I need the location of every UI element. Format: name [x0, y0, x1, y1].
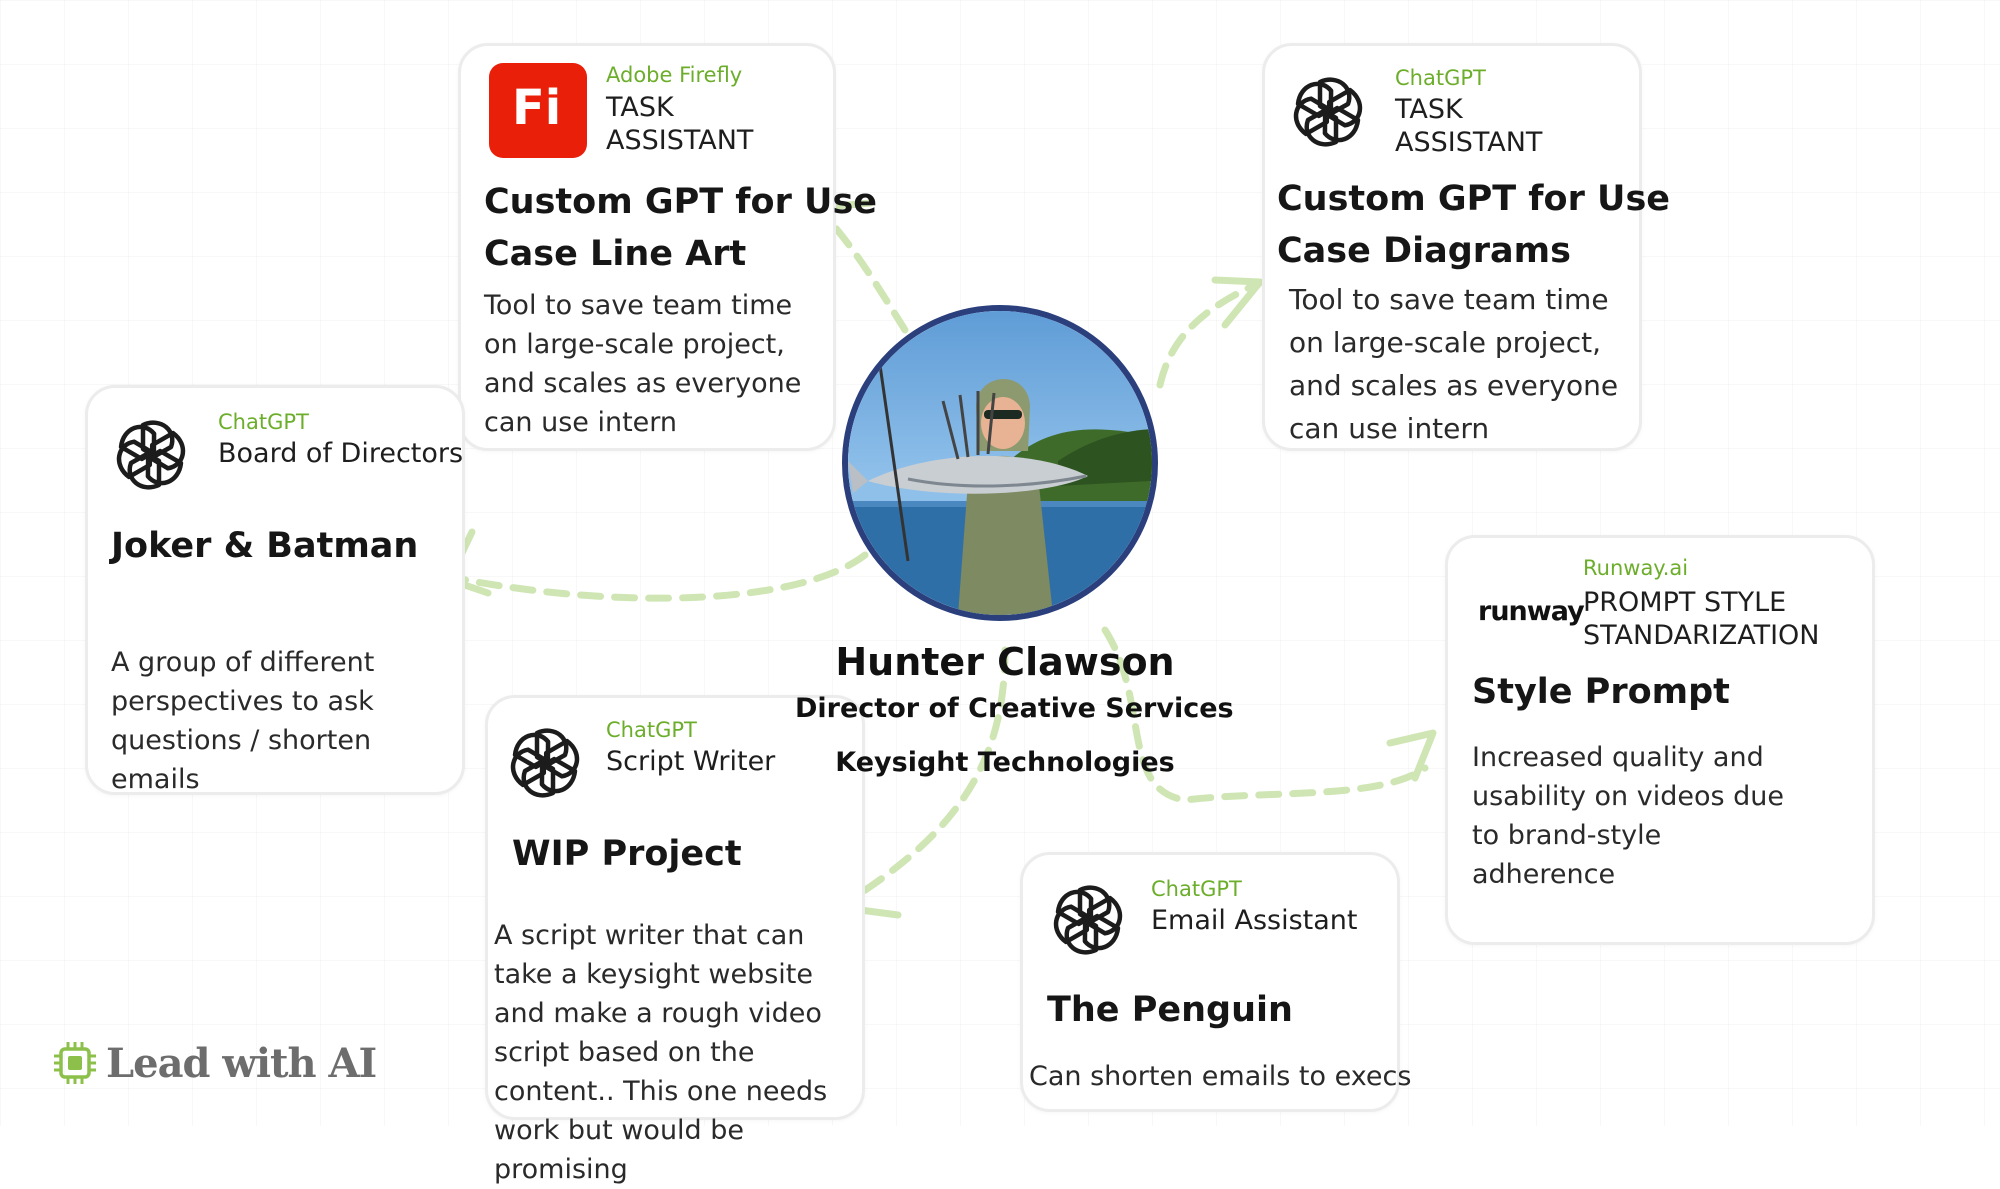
card-brand: Runway.ai	[1583, 556, 1689, 580]
profile-company: Keysight Technologies	[835, 747, 1175, 778]
photo-illustration	[848, 311, 1152, 615]
arrow-to-script	[846, 646, 1009, 904]
card-subtitle: Email Assistant	[1151, 905, 1358, 936]
arrow-to-runway-head	[1386, 729, 1437, 782]
profile-name: Hunter Clawson	[835, 640, 1175, 684]
card-title: Joker & Batman	[111, 526, 419, 566]
script-writer-card[interactable]: ChatGPT Script Writer WIP Project A scri…	[485, 695, 865, 1185]
openai-logo-icon	[1047, 879, 1129, 961]
card-subtitle-line1: TASK	[1395, 94, 1463, 125]
openai-logo-icon	[1287, 71, 1369, 153]
profile-role: Director of Creative Services	[795, 693, 1234, 724]
runway-logo: runway	[1478, 596, 1585, 627]
email-assistant-card[interactable]: ChatGPT Email Assistant The Penguin Can …	[1020, 852, 1412, 1112]
card-brand: Adobe Firefly	[606, 63, 743, 87]
card-title-line2: Case Line Art	[484, 234, 747, 274]
card-brand: ChatGPT	[606, 718, 697, 742]
arrow-to-diagrams	[1156, 281, 1259, 389]
card-title-line1: Custom GPT for Use	[1277, 179, 1671, 219]
card-description: Increased quality and usability on video…	[1472, 742, 1784, 890]
card-subtitle-line1: PROMPT STYLE	[1583, 587, 1787, 618]
card-subtitle: Board of Directors	[218, 438, 464, 469]
card-description: Tool to save team time on large-scale pr…	[1289, 283, 1619, 445]
runway-style-card[interactable]: runway Runway.ai PROMPT STYLE STANDARIZA…	[1445, 535, 1875, 945]
card-subtitle-line2: ASSISTANT	[1395, 127, 1543, 158]
openai-logo-icon	[110, 414, 192, 496]
arrow-to-runway	[1101, 626, 1429, 804]
arrow-to-board	[451, 551, 869, 602]
card-subtitle: Script Writer	[606, 746, 776, 777]
lead-with-ai-logo: Lead with AI	[52, 1038, 377, 1088]
card-subtitle-line1: TASK	[606, 92, 674, 123]
card-title: WIP Project	[512, 834, 742, 874]
openai-logo-icon	[504, 722, 586, 804]
card-title: Style Prompt	[1472, 672, 1730, 712]
lead-with-ai-text: Lead with AI	[106, 1039, 377, 1087]
card-description: Tool to save team time on large-scale pr…	[484, 290, 802, 438]
card-brand: ChatGPT	[1151, 877, 1242, 901]
adobe-firefly-logo-icon: Fi	[489, 63, 587, 158]
card-title-line2: Case Diagrams	[1277, 231, 1571, 271]
card-description: Can shorten emails to execs	[1029, 1061, 1412, 1092]
firefly-logo-text: Fi	[512, 80, 562, 136]
card-title-line1: Custom GPT for Use	[484, 182, 878, 222]
board-of-directors-card[interactable]: ChatGPT Board of Directors Joker & Batma…	[85, 385, 465, 795]
arrow-to-diagrams-head	[1211, 276, 1264, 329]
card-description: A script writer that can take a keysight…	[494, 920, 828, 1185]
diagrams-task-card[interactable]: ChatGPT TASK ASSISTANT Custom GPT for Us…	[1262, 43, 1670, 451]
profile-photo	[842, 305, 1158, 621]
firefly-task-card[interactable]: Fi Adobe Firefly TASK ASSISTANT Custom G…	[458, 43, 877, 451]
card-subtitle-line2: ASSISTANT	[606, 125, 754, 156]
card-description: A group of different perspectives to ask…	[111, 647, 375, 795]
card-brand: ChatGPT	[218, 410, 309, 434]
card-brand: ChatGPT	[1395, 66, 1486, 90]
chip-icon	[54, 1042, 96, 1084]
card-subtitle-line2: STANDARIZATION	[1583, 620, 1820, 651]
card-title: The Penguin	[1047, 990, 1293, 1030]
